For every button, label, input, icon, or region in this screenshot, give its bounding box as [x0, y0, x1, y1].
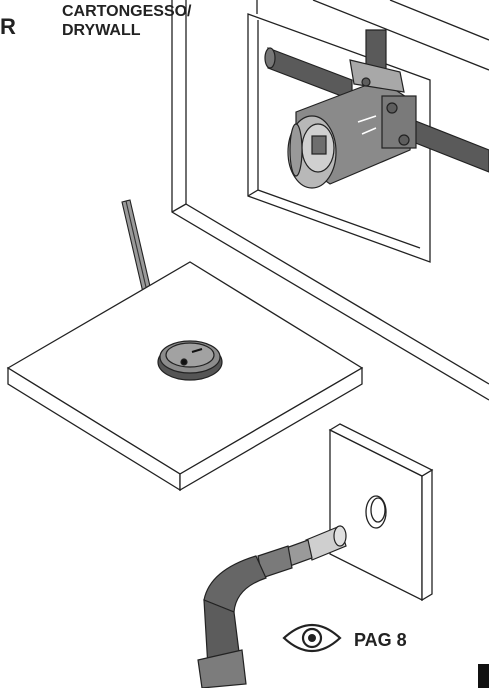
wall-recess — [247, 0, 489, 263]
marking-template-disk — [157, 340, 223, 381]
section-title: CARTONGESSO/ DRYWALL — [62, 2, 192, 40]
page-reference[interactable]: PAG 8 — [354, 630, 407, 650]
title-line-1: CARTONGESSO/ — [62, 3, 192, 20]
valve-protection-cap — [287, 115, 337, 189]
title-line-2: DRYWALL — [62, 22, 141, 39]
section-letter: R — [0, 14, 16, 39]
hole-saw-drill — [197, 525, 347, 688]
page-number-tab — [478, 664, 489, 688]
eye-icon — [282, 624, 342, 652]
drywall-panel — [171, 0, 489, 401]
cut-test-tile — [328, 423, 434, 602]
